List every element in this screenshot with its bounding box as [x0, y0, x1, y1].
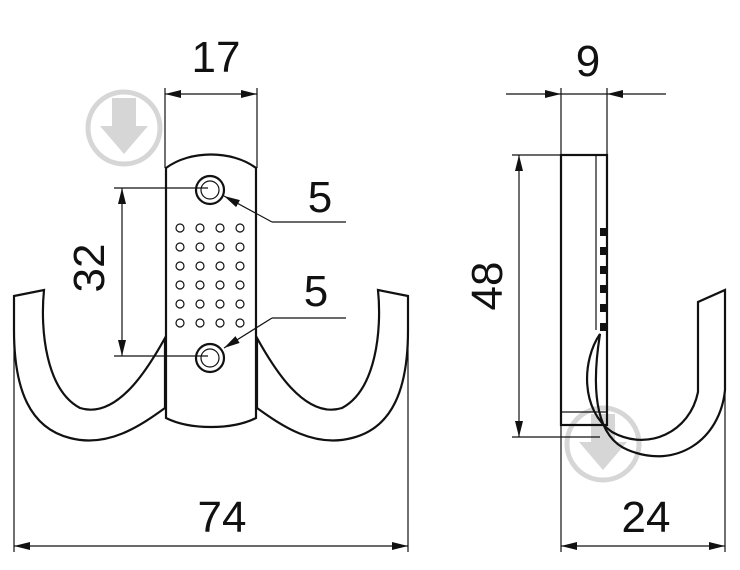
side-texture-mark: [600, 266, 606, 274]
side-dot-texture: [600, 228, 606, 331]
drop-arrow-watermark-icon: [85, 89, 163, 167]
lower-hole-diameter-label: 5: [304, 267, 328, 316]
lower-screw-hole: [194, 342, 226, 374]
overall-width-label: 74: [198, 493, 247, 542]
texture-dot: [235, 261, 245, 271]
texture-dot: [235, 318, 245, 328]
texture-dot: [175, 299, 185, 309]
hole-spacing-label: 32: [65, 244, 114, 293]
texture-dot: [215, 223, 225, 233]
side-texture-mark: [600, 228, 606, 236]
side-texture-mark: [600, 323, 606, 331]
front-view: 17 32 5 5 74: [12, 33, 410, 552]
side-thickness-label: 9: [576, 37, 600, 86]
texture-dot: [235, 280, 245, 290]
texture-dot: [175, 261, 185, 271]
texture-dot: [215, 299, 225, 309]
side-view: 9 48 24: [463, 37, 727, 552]
texture-dot: [195, 261, 205, 271]
upper-hole-diameter-label: 5: [308, 173, 332, 222]
texture-dot: [195, 223, 205, 233]
side-texture-mark: [600, 304, 606, 312]
texture-dot: [175, 223, 185, 233]
texture-dot: [195, 242, 205, 252]
texture-dot: [175, 318, 185, 328]
texture-dot: [175, 242, 185, 252]
texture-dot: [215, 242, 225, 252]
side-texture-mark: [600, 285, 606, 293]
texture-dot: [215, 280, 225, 290]
texture-dot: [215, 318, 225, 328]
right-hook-arm: [255, 288, 410, 442]
side-hook-profile: [585, 288, 727, 458]
drop-arrow-watermark-icon: [564, 405, 642, 483]
texture-dot: [175, 280, 185, 290]
side-depth-label: 24: [622, 493, 671, 542]
side-height-label: 48: [463, 262, 512, 311]
mounting-plate: [164, 153, 258, 429]
texture-dot: [215, 261, 225, 271]
dot-texture: [175, 223, 245, 328]
side-texture-mark: [600, 247, 606, 255]
texture-dot: [195, 299, 205, 309]
upper-screw-hole: [194, 174, 226, 206]
texture-dot: [195, 280, 205, 290]
texture-dot: [235, 299, 245, 309]
plate-width-label: 17: [192, 33, 241, 82]
left-hook-arm: [12, 288, 167, 442]
texture-dot: [235, 223, 245, 233]
texture-dot: [195, 318, 205, 328]
texture-dot: [235, 242, 245, 252]
